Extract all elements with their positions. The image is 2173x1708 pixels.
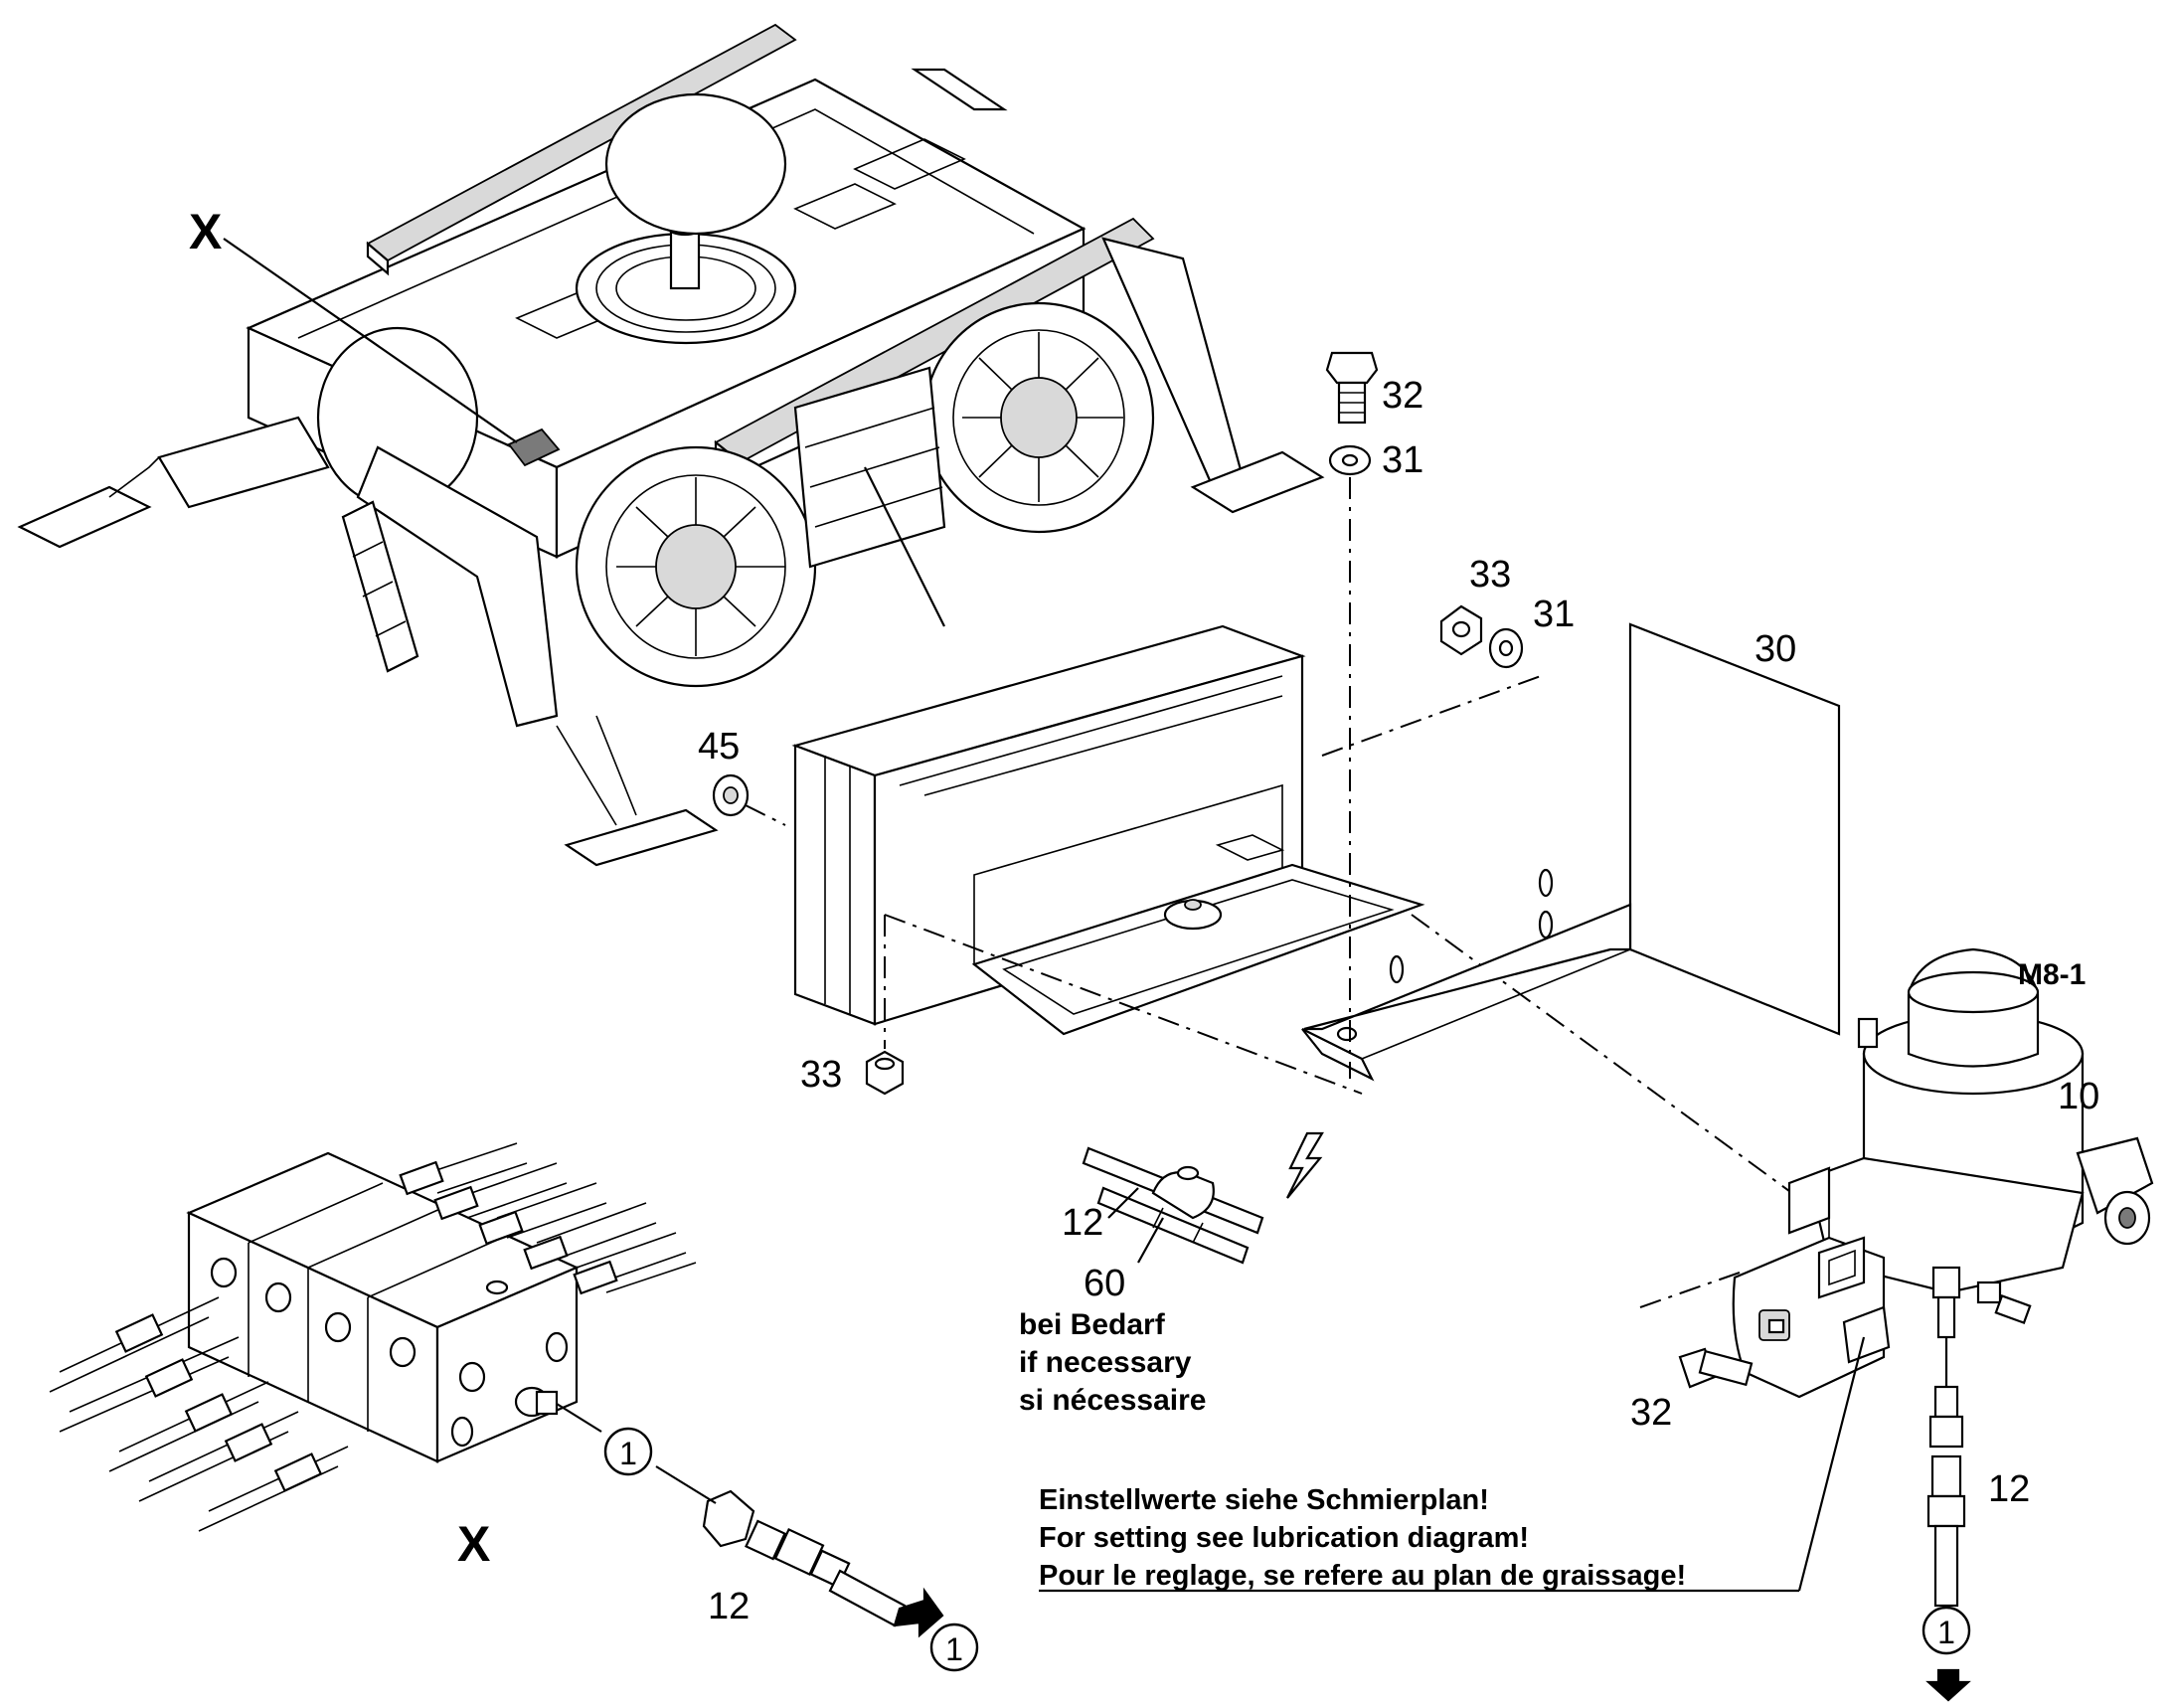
wheel-front-left [575, 445, 817, 688]
svg-text:1: 1 [945, 1631, 963, 1667]
label-x-top: X [189, 204, 222, 259]
callout-1-pump: 1 [1922, 1606, 1971, 1655]
svg-text:1: 1 [1937, 1615, 1955, 1650]
nut-33-bottom [865, 1050, 905, 1096]
label-12-clip: 12 [1062, 1202, 1103, 1244]
cable-clip-60 [1082, 1146, 1264, 1265]
label-10: 10 [2058, 1076, 2099, 1117]
note-settings: Einstellwerte siehe Schmierplan! For set… [1039, 1484, 1686, 1592]
label-m8-1: M8-1 [2018, 958, 2086, 991]
washer-45 [712, 773, 750, 817]
toolbox [745, 624, 1820, 1214]
label-60: 60 [1084, 1263, 1125, 1304]
label-45: 45 [698, 726, 740, 768]
note-if-necessary: bei Bedarf if necessary si nécessaire [1019, 1308, 1206, 1417]
lightning-icon [1286, 1131, 1324, 1199]
callout-1-block: 1 [603, 1427, 653, 1476]
label-33-bottom: 33 [800, 1054, 842, 1096]
pump-pipe-12 [1926, 1385, 1966, 1608]
vehicle-chassis [17, 23, 1325, 867]
label-32-top: 32 [1382, 375, 1423, 417]
distributor-block [49, 1142, 697, 1532]
label-30: 30 [1755, 628, 1796, 670]
label-x-bottom: X [457, 1516, 490, 1572]
label-33-right: 33 [1469, 554, 1511, 596]
bracket-30 [1301, 622, 1841, 1082]
nut-33-right [1439, 604, 1483, 656]
callout-1-hose: 1 [929, 1623, 979, 1672]
svg-text:Einstellwerte siehe Schmierpla: Einstellwerte siehe Schmierplan! [1039, 1484, 1489, 1516]
arrow-icon-down [1925, 1668, 1971, 1702]
svg-text:si nécessaire: si nécessaire [1019, 1384, 1206, 1417]
wheel-front-right [922, 301, 1155, 534]
arrow-icon [893, 1587, 944, 1638]
svg-text:bei Bedarf: bei Bedarf [1019, 1308, 1166, 1341]
label-12-pump: 12 [1988, 1468, 2030, 1510]
svg-text:For setting see lubrication di: For setting see lubrication diagram! [1039, 1522, 1529, 1554]
label-31-top: 31 [1382, 439, 1423, 481]
label-32-pump: 32 [1630, 1392, 1672, 1434]
bolt-32-top [1325, 351, 1379, 425]
svg-text:1: 1 [619, 1436, 637, 1471]
svg-text:Pour le reglage, se refere au: Pour le reglage, se refere au plan de gr… [1039, 1560, 1686, 1592]
label-12-block: 12 [708, 1586, 750, 1627]
lubrication-pump [1732, 947, 2154, 1399]
washer-31-top [1328, 444, 1372, 476]
svg-text:if necessary: if necessary [1019, 1346, 1192, 1379]
location-marker [507, 427, 561, 467]
washer-31-right [1488, 627, 1524, 669]
label-31-right: 31 [1533, 594, 1575, 635]
bolt-32-pump [1678, 1347, 1754, 1389]
